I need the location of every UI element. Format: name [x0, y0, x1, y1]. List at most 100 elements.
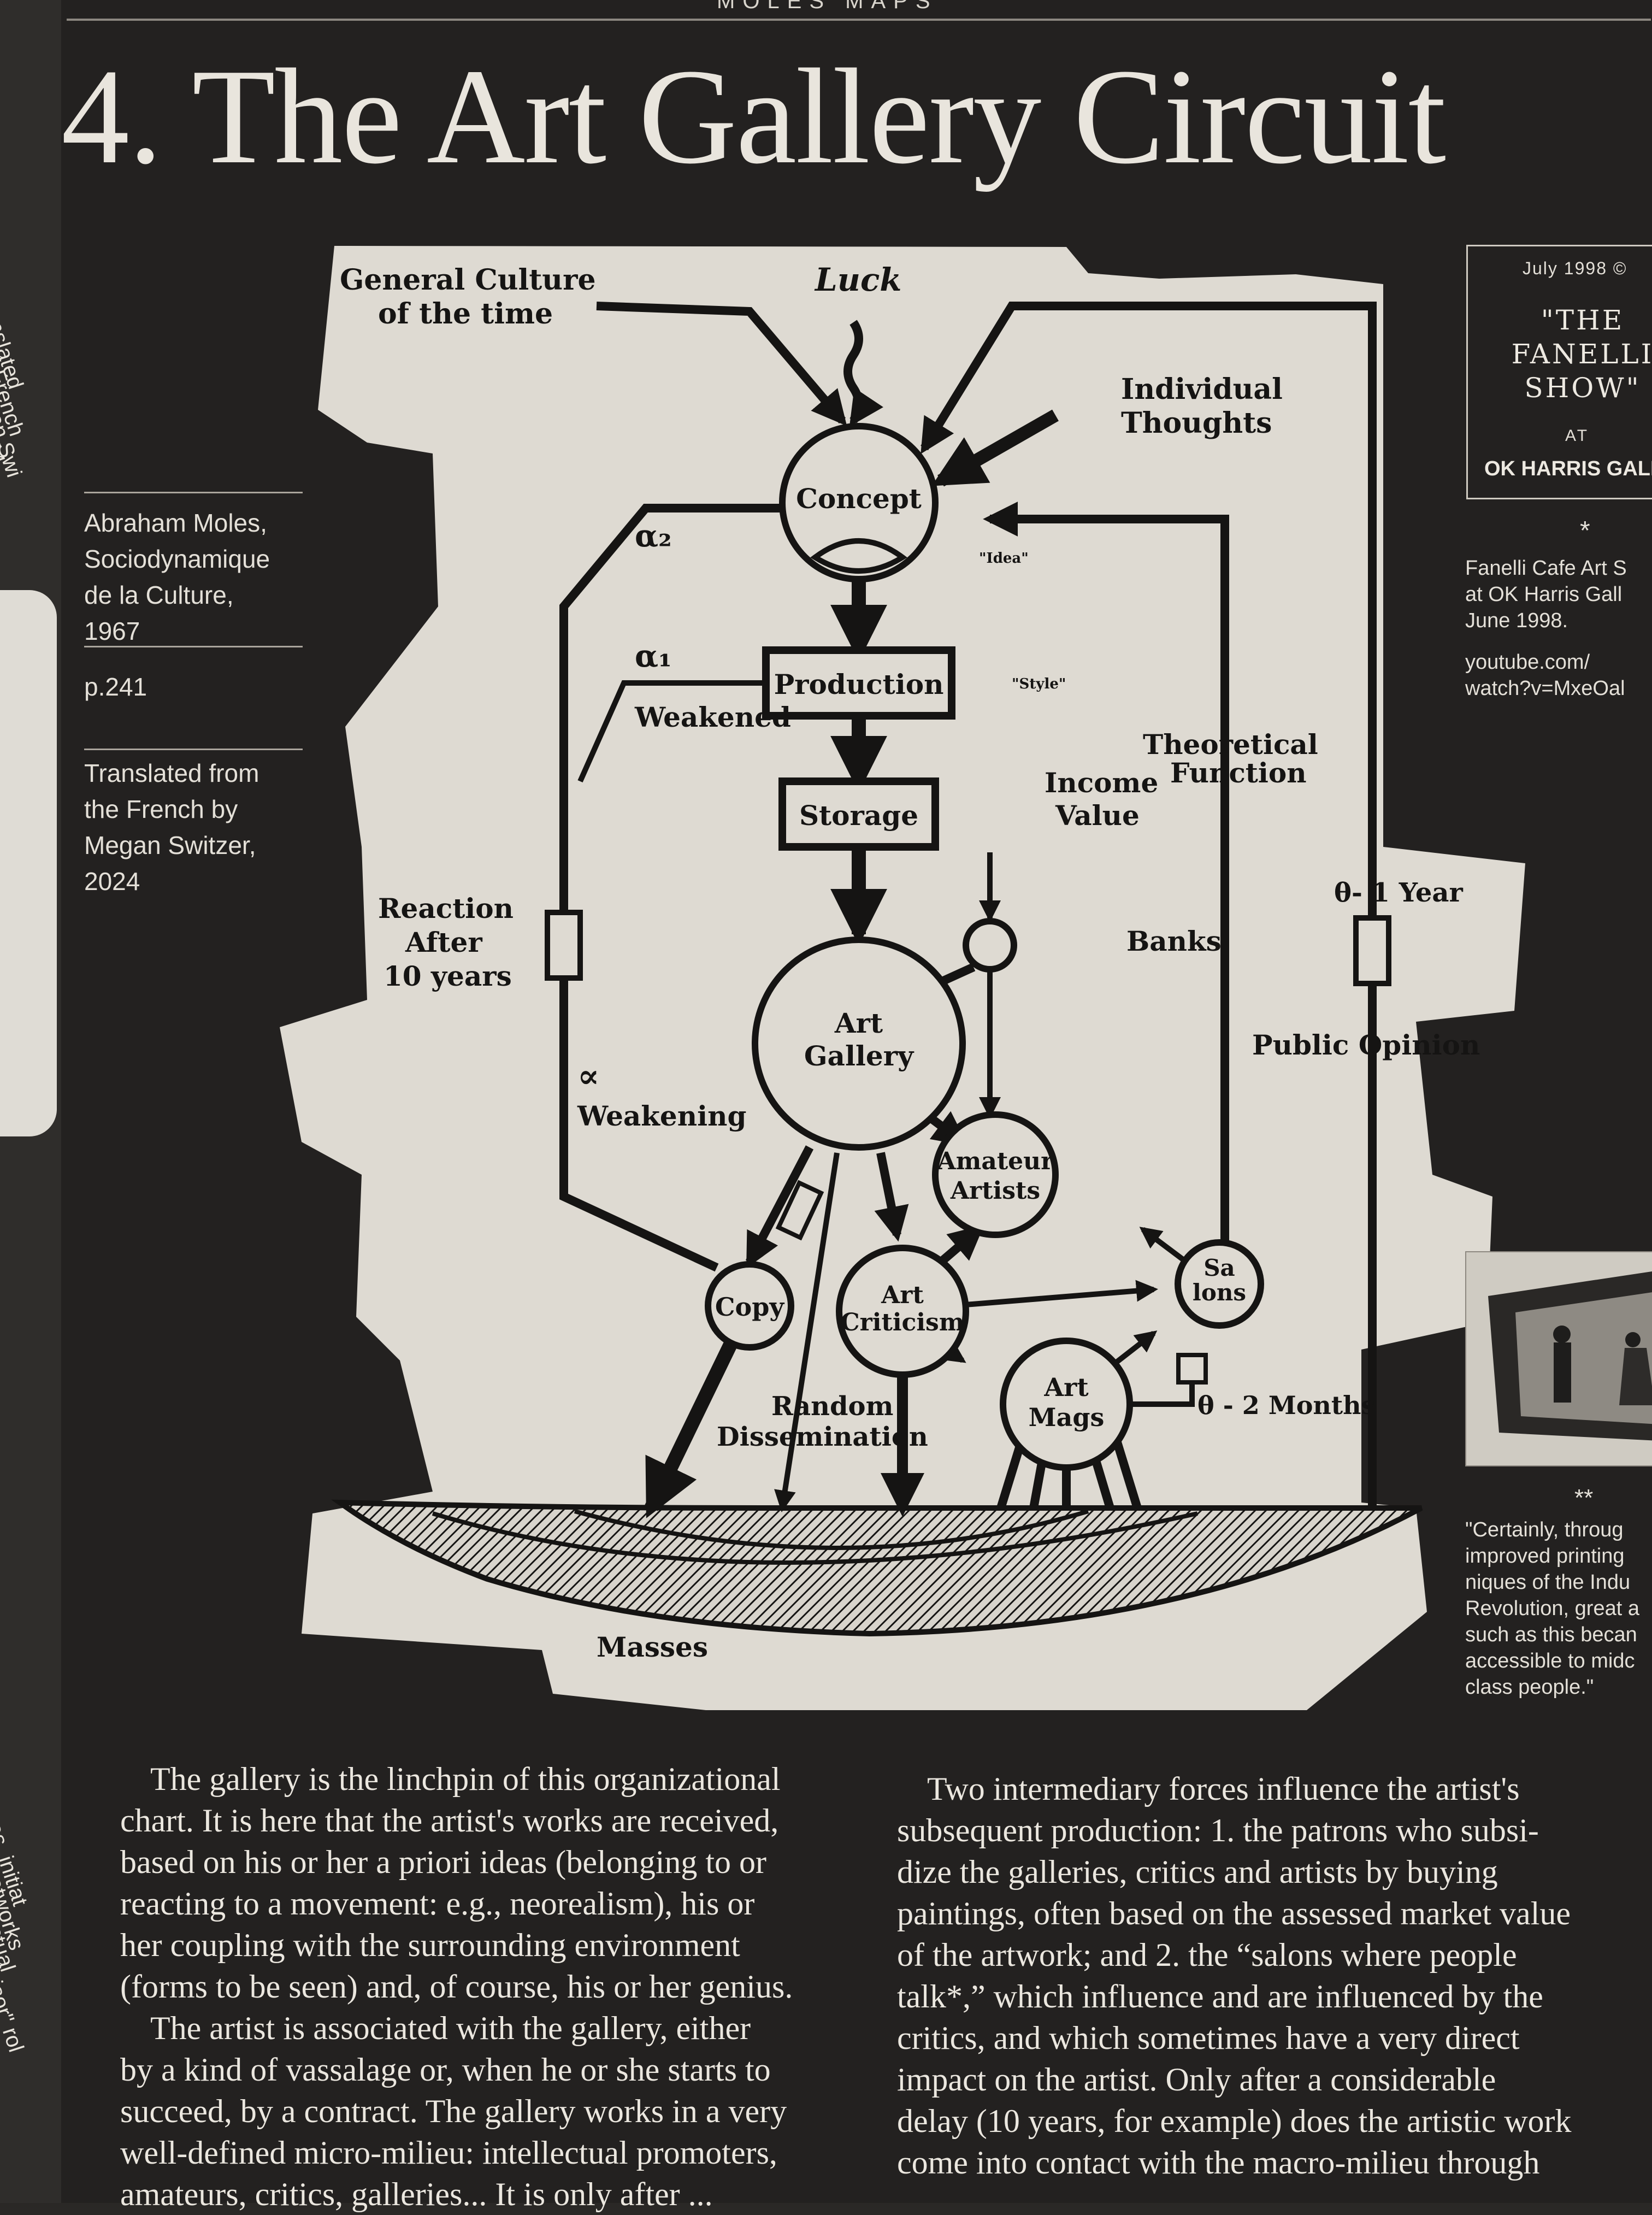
body-line: come into contact with the macro-milieu … [897, 2145, 1540, 2181]
label-weakened: Weakened [634, 701, 791, 733]
label-masses: Masses [597, 1631, 708, 1663]
body-line: (forms to be seen) and, of course, his o… [120, 1969, 793, 2005]
sidebar-page-ref: p.241 [84, 673, 148, 701]
body-column-left: The gallery is the linchpin of this orga… [120, 1758, 918, 2215]
label-art-criticism: Art [881, 1281, 924, 1309]
footnote-note-line: Fanelli Cafe Art S [1465, 557, 1627, 580]
sidebar-source-line: 1967 [84, 617, 140, 645]
body-line: of the artwork; and 2. the “salons where… [897, 1937, 1517, 1973]
salons-node [1175, 1239, 1264, 1329]
body-line: talk*,” which influence and are influenc… [897, 1978, 1543, 2014]
delay-box [1176, 1353, 1208, 1385]
delay-box [1353, 915, 1391, 986]
label-general-culture: of the time [378, 297, 553, 331]
label-art-gallery: Gallery [804, 1040, 914, 1072]
label-reaction: 10 years [384, 960, 512, 992]
label-public-opinion: Public Opinion [1252, 1029, 1480, 1061]
running-head: MOLES MAPS [717, 0, 938, 13]
amateur-artists-node [932, 1111, 1059, 1238]
label-art-mags: Mags [1029, 1403, 1105, 1432]
poster-gallery-name: OK HARRIS GALLE [1484, 457, 1652, 480]
banks-node [963, 918, 1017, 973]
body-line: critics, and which sometimes have a very… [897, 2020, 1520, 2056]
label-random-dissemination: Dissemination [717, 1422, 928, 1452]
body-line: reacting to a movement: e.g., neorealism… [120, 1886, 755, 1922]
concept-node [779, 423, 939, 582]
sidebar-translation-line: Megan Switzer, [84, 831, 256, 859]
footnote-asterisk: * [1580, 516, 1590, 545]
art-criticism-node [836, 1245, 969, 1378]
label-idea: "Idea" [979, 550, 1029, 567]
label-theta-one-year: θ- 1 Year [1334, 877, 1463, 908]
poster-show-line: "THE [1541, 304, 1625, 336]
page-title: 4. The Art Gallery Circuit [61, 41, 1446, 192]
mound-arc [432, 1511, 1198, 1565]
body-line: based on his or her a priori ideas (belo… [120, 1844, 767, 1880]
label-theoretical-function: Theoretical [1143, 728, 1318, 761]
footnote-quote: "Certainly, throug improved printing niq… [1465, 1517, 1639, 1700]
footnote-quote-line: Revolution, great a [1465, 1597, 1639, 1620]
sidebar-rule [84, 749, 303, 750]
body-line: amateurs, critics, galleries... It is on… [120, 2176, 713, 2212]
masses-mound [331, 1499, 1423, 1637]
label-reaction: Reaction [378, 892, 514, 924]
label-copy: Copy [715, 1292, 784, 1322]
sidebar-source-line: Abraham Moles, [84, 509, 267, 537]
label-storage: Storage [799, 799, 918, 832]
label-art-mags: Art [1043, 1372, 1089, 1402]
poster-show-line: FANELLI [1511, 338, 1652, 370]
art-gallery-node [752, 936, 966, 1151]
label-income-value: Value [1055, 799, 1140, 832]
poster-show-line: SHOW" [1524, 372, 1641, 404]
body-line: by a kind of vassalage or, when he or sh… [120, 2052, 771, 2088]
label-luck: Luck [814, 261, 901, 298]
label-individual-thoughts: Thoughts [1121, 407, 1272, 440]
label-amateur-artists: Artists [950, 1177, 1040, 1205]
mound-arc [574, 1509, 1089, 1550]
sidebar: Abraham Moles, Sociodynamique de la Cult… [84, 492, 303, 899]
top-rule [67, 19, 1651, 21]
left-page-text-fragment: isor" rol [0, 1978, 28, 2055]
label-general-culture: General Culture [340, 263, 596, 297]
label-theta-two-months: θ - 2 Months [1197, 1391, 1375, 1420]
sidebar-source-line: Sociodynamique [84, 545, 270, 573]
poster-at: AT [1565, 427, 1590, 445]
body-line: succeed, by a contract. The gallery work… [120, 2093, 787, 2129]
footnote-link-line: watch?v=MxeOal [1465, 677, 1625, 700]
label-individual-thoughts: Individual [1121, 373, 1283, 406]
production-node [762, 646, 955, 720]
art-gallery-circuit-diagram: General Culture of the time Luck Individ… [269, 235, 1580, 1710]
label-alpha: ∝ [577, 1057, 599, 1095]
body-line: her coupling with the surrounding enviro… [120, 1927, 740, 1963]
label-alpha1: α₁ [635, 638, 672, 674]
label-salons: Sa [1203, 1254, 1235, 1281]
label-random-dissemination: Random [771, 1391, 893, 1422]
body-column-right: Two intermediary forces influence the ar… [897, 1768, 1651, 2183]
body-line: Two intermediary forces influence the ar… [927, 1771, 1520, 1807]
art-mags-node [1000, 1338, 1133, 1471]
sidebar-translation-line: Translated from [84, 759, 259, 787]
label-art-gallery: Art [834, 1007, 883, 1039]
label-art-criticism: Criticism [841, 1309, 965, 1336]
gallery-photo [1465, 1251, 1652, 1466]
footnote-quote-line: accessible to midc [1465, 1650, 1635, 1672]
sidebar-rule [84, 646, 303, 647]
body-line: impact on the artist. Only after a consi… [897, 2061, 1496, 2098]
sidebar-translation-line: 2024 [84, 867, 140, 896]
sidebar-rule [84, 492, 303, 493]
body-line: well-defined micro-milieu: intellectual … [120, 2135, 777, 2171]
body-line: dize the galleries, critics and artists … [897, 1854, 1498, 1890]
body-line: delay (10 years, for example) does the a… [897, 2103, 1572, 2139]
footnote-quote-line: "Certainly, throug [1465, 1518, 1624, 1541]
left-facing-page: anslated e French gan Swi 24 es, initiat… [0, 0, 62, 2203]
label-amateur-artists: Amateur [937, 1147, 1054, 1175]
poster-date: July 1998 © [1523, 258, 1627, 278]
label-salons: lons [1193, 1279, 1246, 1306]
footnote-double-asterisk: ** [1574, 1484, 1594, 1511]
label-income-value: Income [1045, 767, 1158, 799]
footnote-note: Fanelli Cafe Art S at OK Harris Gall Jun… [1465, 555, 1627, 702]
sidebar-source-line: de la Culture, [84, 581, 234, 609]
label-production: Production [774, 668, 944, 700]
label-concept: Concept [796, 482, 922, 515]
footnote-note-line: June 1998. [1465, 609, 1568, 632]
